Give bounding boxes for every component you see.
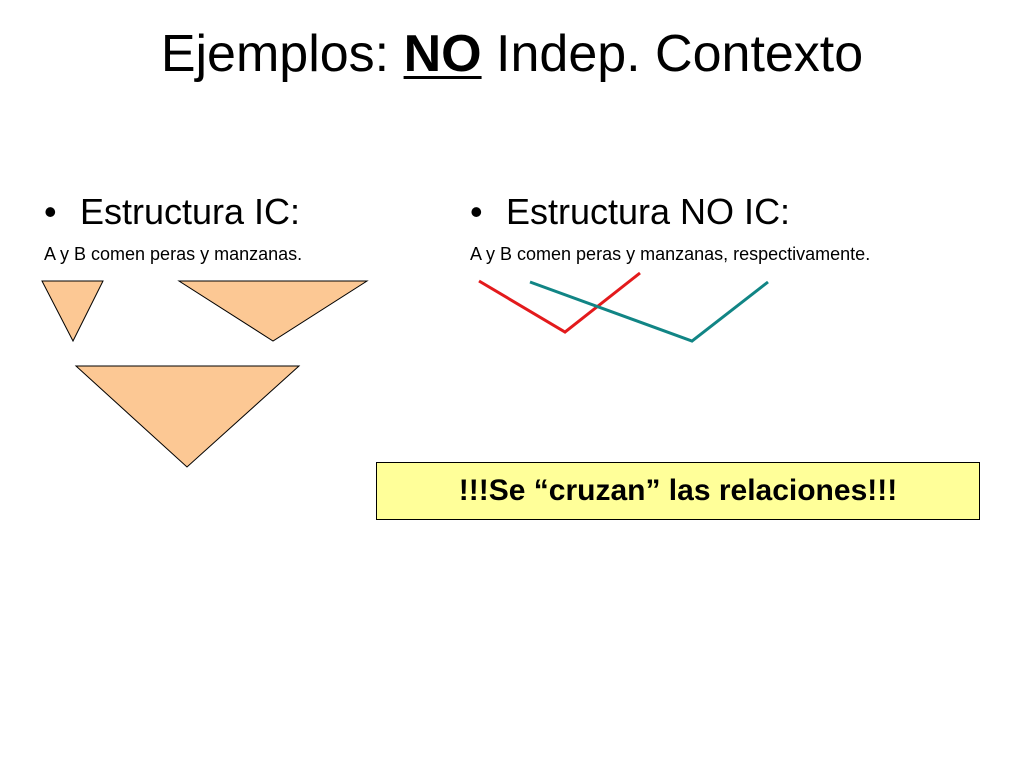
crossing-callout: !!!Se “cruzan” las relaciones!!! [376, 462, 980, 520]
left-heading: Estructura IC: [80, 191, 301, 232]
right-example-sentence: A y B comen peras y manzanas, respectiva… [470, 244, 871, 264]
right-heading: Estructura NO IC: [506, 191, 791, 232]
slide-title: Ejemplos: NO Indep. Contexto [0, 22, 1024, 86]
red-relation-line [478, 271, 641, 334]
title-suffix: Indep. Contexto [481, 25, 864, 83]
left-bullet-item: • Estructura IC: [44, 190, 300, 234]
small-triangle [41, 280, 104, 343]
bullet-icon: • [44, 191, 57, 232]
large-triangle [74, 365, 301, 468]
left-example-sentence: A y B comen peras y manzanas. [44, 244, 303, 264]
title-prefix: Ejemplos: [160, 25, 404, 83]
teal-relation-line [529, 280, 769, 343]
wide-triangle [177, 280, 369, 342]
bullet-icon: • [470, 191, 483, 232]
right-bullet-item: • Estructura NO IC: [470, 190, 790, 234]
title-emphasis: NO [403, 25, 482, 83]
